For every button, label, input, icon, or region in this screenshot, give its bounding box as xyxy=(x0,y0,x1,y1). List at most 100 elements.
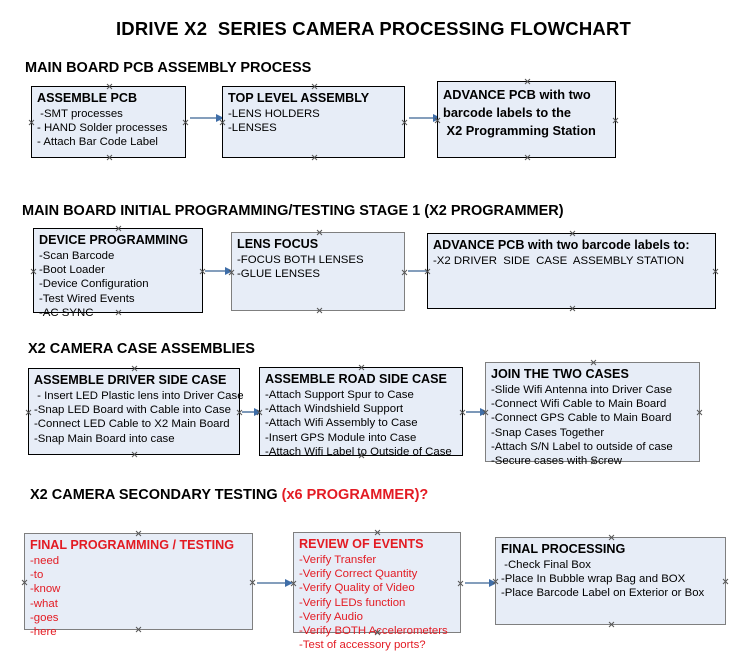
node-line: -GLUE LENSES xyxy=(237,268,320,281)
node-line: -FOCUS BOTH LENSES xyxy=(237,254,364,266)
node-handle-right xyxy=(457,580,464,587)
node-handle-top xyxy=(608,534,615,541)
node-line: -Scan Barcode xyxy=(39,250,115,262)
node-line: -LENSES xyxy=(228,122,277,135)
node-line: -Snap Main Board into case xyxy=(34,432,175,445)
node-title: FINAL PROGRAMMING / TESTING xyxy=(30,538,235,552)
node-line: -know xyxy=(30,583,61,596)
node-line: - Insert LED Plastic lens into Driver Ca… xyxy=(34,390,244,402)
node-line: -LENS HOLDERS xyxy=(228,108,320,120)
node-handle-bottom xyxy=(316,307,323,314)
node-title: DEVICE PROGRAMMING xyxy=(39,233,189,247)
node-line: -Verify Transfer xyxy=(299,554,377,566)
node-line: -Attach Support Spur to Case xyxy=(265,389,414,401)
node-handle-top xyxy=(135,530,142,537)
node-line: -Secure cases with Screw xyxy=(491,455,623,468)
node-line: -Attach Windshield Support xyxy=(265,403,404,416)
node-review-of-events[interactable]: REVIEW OF EVENTS -Verify Transfer -Verif… xyxy=(293,529,464,651)
node-line: -Place In Bubble wrap Bag and BOX xyxy=(501,573,686,586)
node-line: -Verify Audio xyxy=(299,610,363,623)
node-line: -Verify Correct Quantity xyxy=(299,568,418,581)
node-line: -goes xyxy=(30,611,59,624)
node-line: -Connect LED Cable to X2 Main Board xyxy=(34,418,230,431)
connector-arrow-2a xyxy=(205,266,233,276)
node-handle-left xyxy=(28,119,35,126)
node-assemble-pcb[interactable]: ASSEMBLE PCB -SMT processes - HAND Solde… xyxy=(31,86,186,158)
section-heading-4-text: X2 CAMERA SECONDARY TESTING xyxy=(30,487,282,503)
connector-arrow-3b xyxy=(466,407,488,417)
node-final-processing[interactable]: FINAL PROCESSING -Check Final Box -Place… xyxy=(495,537,726,625)
node-top-level-assembly[interactable]: TOP LEVEL ASSEMBLY -LENS HOLDERS -LENSES xyxy=(222,86,405,158)
node-line: -Insert GPS Module into Case xyxy=(265,431,417,444)
node-handle-top xyxy=(358,364,365,371)
node-handle-top xyxy=(590,359,597,366)
node-handle-right xyxy=(182,119,189,126)
node-handle-right xyxy=(401,269,408,276)
node-handle-top xyxy=(569,230,576,237)
node-line: -AC SYNC xyxy=(39,306,94,319)
node-line: -Connect GPS Cable to Main Board xyxy=(491,412,672,425)
node-line: -Place Barcode Label on Exterior or Box xyxy=(501,587,705,600)
node-assemble-road-side-case[interactable]: ASSEMBLE ROAD SIDE CASE -Attach Support … xyxy=(259,364,466,458)
node-advance-pcb-driver-side[interactable]: ADVANCE PCB with two barcode labels to: … xyxy=(427,233,716,309)
section-heading-2: MAIN BOARD INITIAL PROGRAMMING/TESTING S… xyxy=(22,203,564,219)
node-line: -Test Wired Events xyxy=(39,292,135,305)
connector-arrow-4b xyxy=(465,578,497,588)
node-line: - HAND Solder processes xyxy=(37,122,168,135)
node-line: -Snap Cases Together xyxy=(491,426,605,439)
section-heading-4: X2 CAMERA SECONDARY TESTING (x6 PROGRAMM… xyxy=(30,487,428,503)
section-heading-1: MAIN BOARD PCB ASSEMBLY PROCESS xyxy=(25,60,312,76)
node-device-programming[interactable]: DEVICE PROGRAMMING -Scan Barcode -Boot L… xyxy=(33,228,203,319)
node-handle-top xyxy=(311,83,318,90)
node-line: -Check Final Box xyxy=(501,559,591,571)
node-advance-pcb-station[interactable]: ADVANCE PCB with two barcode labels to t… xyxy=(437,81,616,158)
node-handle-right xyxy=(249,579,256,586)
node-title: ADVANCE PCB with two barcode labels to t… xyxy=(443,87,596,138)
node-handle-top xyxy=(374,529,381,536)
node-handle-left xyxy=(21,579,28,586)
node-line: -Verify Quality of Video xyxy=(299,582,415,595)
node-line: - Attach Bar Code Label xyxy=(37,136,158,149)
node-handle-top xyxy=(106,83,113,90)
node-line: -Verify LEDs function xyxy=(299,596,406,609)
node-line: -need xyxy=(30,555,60,567)
node-handle-right xyxy=(712,268,719,275)
connector-arrow-4a xyxy=(257,578,293,588)
node-line: -Connect Wifi Cable to Main Board xyxy=(491,398,667,411)
node-title: ASSEMBLE ROAD SIDE CASE xyxy=(265,372,447,386)
node-line: -Attach Wifi Label to Outside of Case xyxy=(265,445,452,458)
node-handle-top xyxy=(524,78,531,85)
node-title: ADVANCE PCB with two barcode labels to: xyxy=(433,238,690,252)
node-line-overflow: -Test of accessory ports? xyxy=(299,639,426,652)
node-title: ASSEMBLE DRIVER SIDE CASE xyxy=(34,373,227,387)
node-line: -what xyxy=(30,597,58,610)
section-heading-3: X2 CAMERA CASE ASSEMBLIES xyxy=(28,341,255,357)
node-handle-bottom xyxy=(524,154,531,161)
node-line: -X2 DRIVER SIDE CASE ASSEMBLY STATION xyxy=(433,255,685,267)
node-line: -to xyxy=(30,569,44,582)
node-handle-bottom xyxy=(608,621,615,628)
node-line: -Boot Loader xyxy=(39,264,105,277)
node-handle-right xyxy=(459,409,466,416)
node-handle-bottom xyxy=(569,305,576,312)
node-title: FINAL PROCESSING xyxy=(501,542,626,556)
node-handle-left xyxy=(25,409,32,416)
node-line: -Snap LED Board with Cable into Case xyxy=(34,404,231,417)
node-assemble-driver-side-case[interactable]: ASSEMBLE DRIVER SIDE CASE - Insert LED P… xyxy=(25,368,244,455)
node-lens-focus[interactable]: LENS FOCUS -FOCUS BOTH LENSES -GLUE LENS… xyxy=(231,232,405,311)
node-handle-bottom xyxy=(311,154,318,161)
node-final-programming-testing[interactable]: FINAL PROGRAMMING / TESTING -need -to -k… xyxy=(21,530,256,638)
node-title: JOIN THE TWO CASES xyxy=(491,367,629,381)
node-line: -Slide Wifi Antenna into Driver Case xyxy=(491,384,673,396)
node-handle-right xyxy=(401,119,408,126)
node-handle-right xyxy=(696,409,703,416)
node-title: TOP LEVEL ASSEMBLY xyxy=(228,91,370,105)
node-join-the-two-cases[interactable]: JOIN THE TWO CASES -Slide Wifi Antenna i… xyxy=(485,359,703,467)
node-handle-top xyxy=(316,229,323,236)
node-title: ASSEMBLE PCB xyxy=(37,91,138,105)
node-handle-right xyxy=(612,117,619,124)
node-line: -SMT processes xyxy=(37,108,123,120)
node-title: REVIEW OF EVENTS xyxy=(299,537,424,551)
connector-arrow-3a xyxy=(242,407,262,417)
